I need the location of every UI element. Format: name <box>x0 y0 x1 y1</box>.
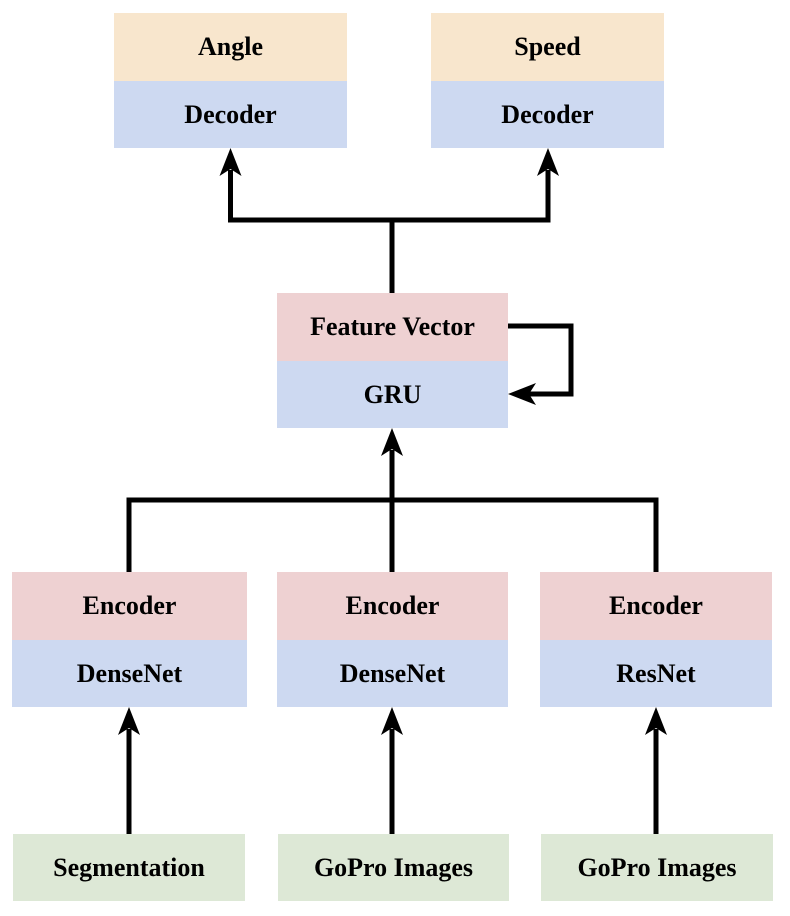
arrowhead-to-speed-decoder <box>537 148 559 176</box>
node-segmentation-input: Segmentation <box>13 834 245 901</box>
segmentation-label: Segmentation <box>53 852 205 882</box>
node-encoder-left: Encoder DenseNet <box>12 572 247 707</box>
feature-vector-row: Feature Vector <box>277 293 508 361</box>
densenet-left-row: DenseNet <box>12 640 247 707</box>
arrowhead-recurrent-loop <box>508 383 536 405</box>
encoder-left-row: Encoder <box>12 572 247 640</box>
gopro-right-label: GoPro Images <box>577 852 737 882</box>
resnet-row: ResNet <box>540 640 772 707</box>
encoder-right-row: Encoder <box>540 572 772 640</box>
encoder-right-label: Encoder <box>609 591 703 620</box>
line-encoders-merge <box>126 497 659 572</box>
angle-output-row: Angle <box>114 13 347 81</box>
resnet-label: ResNet <box>616 658 696 688</box>
gru-row: GRU <box>277 361 508 428</box>
node-gru: Feature Vector GRU <box>277 293 508 428</box>
speed-decoder-row: Decoder <box>431 81 664 148</box>
line-gru-to-decoders-split <box>228 170 551 223</box>
angle-decoder-label: Decoder <box>184 99 277 129</box>
speed-output-row: Speed <box>431 13 664 81</box>
node-encoder-right: Encoder ResNet <box>540 572 772 707</box>
encoder-mid-label: Encoder <box>345 591 440 620</box>
gru-label: GRU <box>363 379 422 409</box>
arrowhead-to-encoder-mid <box>381 707 403 735</box>
arrowhead-to-angle-decoder <box>219 148 242 176</box>
speed-label: Speed <box>514 32 581 61</box>
node-speed-decoder: Speed Decoder <box>431 13 664 148</box>
angle-decoder-row: Decoder <box>114 81 347 148</box>
feature-vector-label: Feature Vector <box>310 312 475 341</box>
arrowhead-to-encoder-left <box>118 707 140 735</box>
encoder-mid-row: Encoder <box>277 572 508 640</box>
speed-decoder-label: Decoder <box>501 99 594 129</box>
gopro-mid-label: GoPro Images <box>313 852 474 882</box>
node-gopro-input-mid: GoPro Images <box>278 834 509 901</box>
gopro-right-row: GoPro Images <box>541 834 773 901</box>
arrowhead-to-gru <box>381 428 403 456</box>
node-gopro-input-right: GoPro Images <box>541 834 773 901</box>
node-encoder-mid: Encoder DenseNet <box>277 572 508 707</box>
gopro-mid-row: GoPro Images <box>278 834 509 901</box>
densenet-mid-label: DenseNet <box>339 658 446 688</box>
densenet-mid-row: DenseNet <box>277 640 508 707</box>
encoder-left-label: Encoder <box>82 591 177 620</box>
densenet-left-label: DenseNet <box>76 658 183 688</box>
angle-label: Angle <box>198 32 263 61</box>
segmentation-row: Segmentation <box>13 834 245 901</box>
node-angle-decoder: Angle Decoder <box>114 13 347 148</box>
line-gru-recurrent-loop <box>508 323 574 397</box>
arrowhead-to-encoder-right <box>645 707 667 735</box>
arrow-group <box>118 148 667 834</box>
